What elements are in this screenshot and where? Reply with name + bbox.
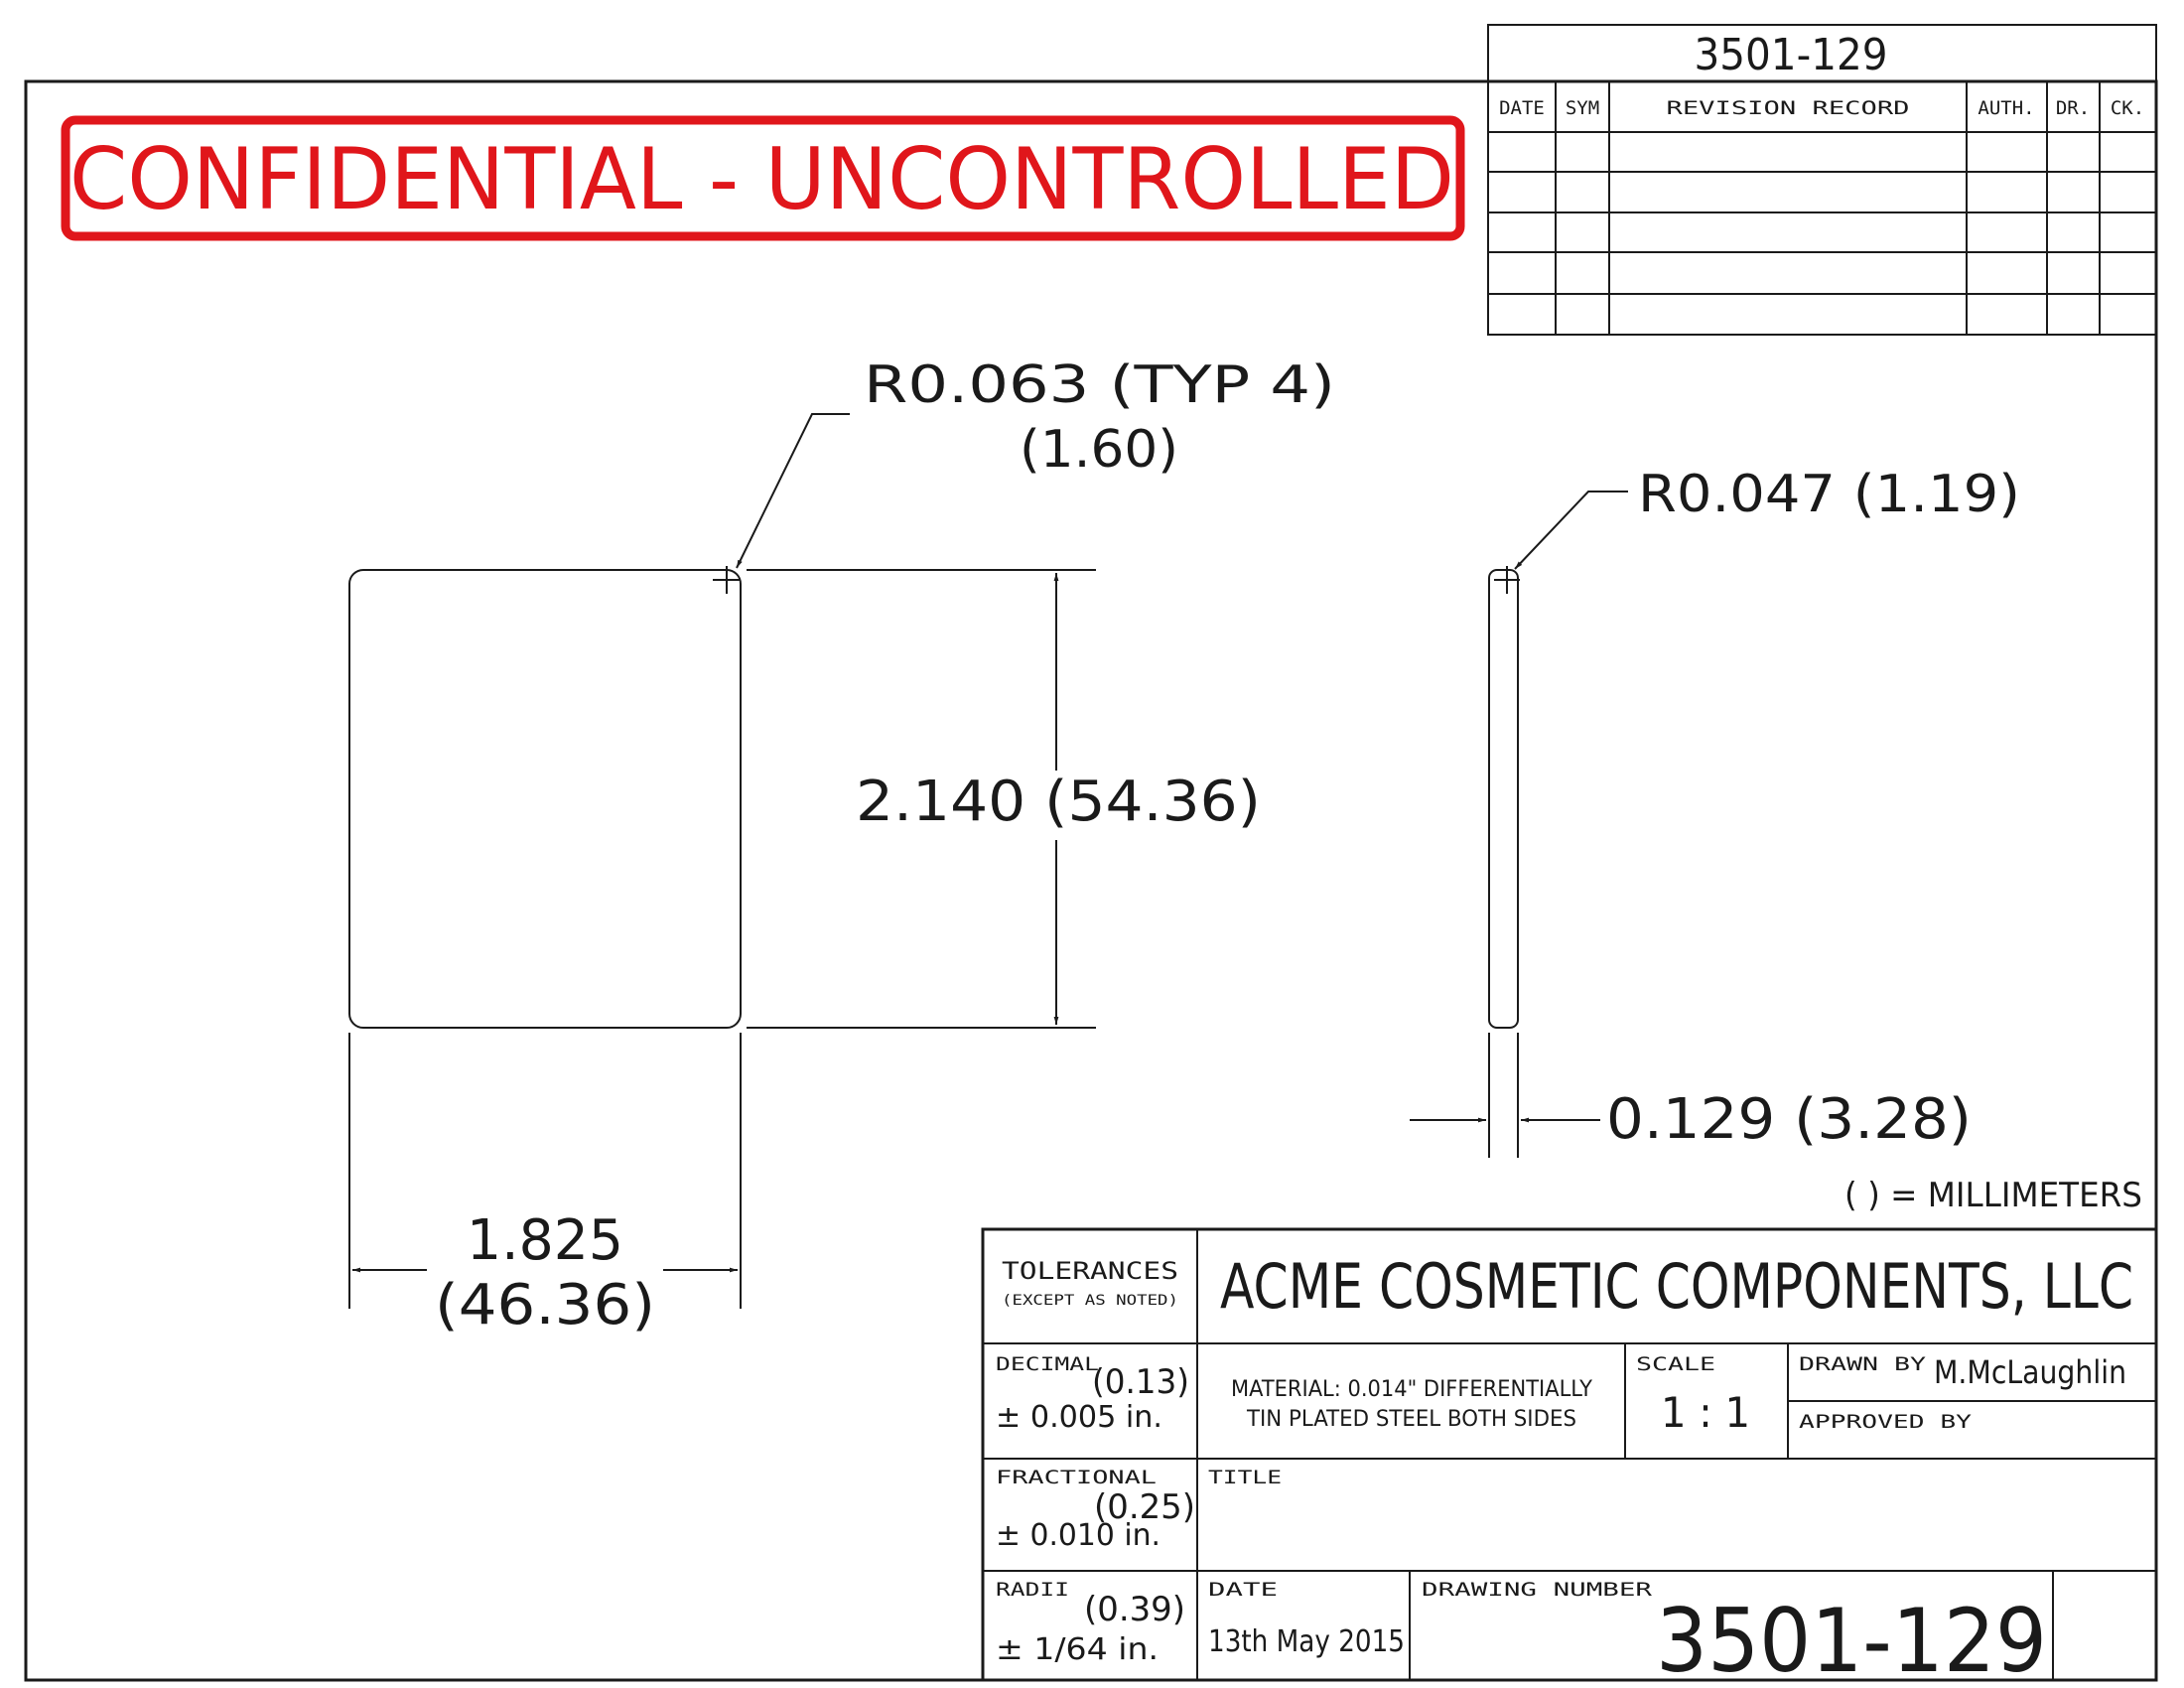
radii-value: ± 1/64 in. [996,1632,1159,1667]
front-view: R0.063 (TYP 4) (1.60) 2.140 (54.36) 1.82… [348,355,1335,1337]
corner-radius-mm-label: (1.60) [1020,420,1178,480]
radii-mm: (0.39) [1084,1590,1185,1629]
corner-radius-label: R0.063 (TYP 4) [864,355,1335,415]
decimal-label: DECIMAL [996,1353,1099,1375]
fractional-label: FRACTIONAL [996,1467,1157,1488]
width-dimension-mm-label: (46.36) [435,1273,655,1337]
material-line-1: MATERIAL: 0.014" DIFFERENTIALLY [1231,1377,1593,1402]
edge-radius-leader [1514,491,1628,570]
revision-header-record: REVISION RECORD [1667,97,1910,119]
drawn-by-value: M.McLaughlin [1934,1353,2126,1391]
revision-header-dr: DR. [2056,97,2090,119]
decimal-value: ± 0.005 in. [996,1400,1162,1435]
thickness-dimension-label: 0.129 (3.28) [1606,1087,1972,1152]
material-line-2: TIN PLATED STEEL BOTH SIDES [1246,1407,1576,1432]
plate-outline [348,569,742,1029]
scale-label: SCALE [1636,1353,1715,1375]
scale-value: 1 : 1 [1661,1388,1750,1437]
revision-header-auth: AUTH. [1978,97,2034,119]
title-label: TITLE [1208,1467,1282,1488]
radii-label: RADII [996,1579,1069,1601]
decimal-mm: (0.13) [1092,1362,1189,1402]
revision-header-sym: SYM [1566,97,1599,119]
tolerances-title: TOLERANCES [1002,1257,1178,1285]
drawing-number-label: DRAWING NUMBER [1422,1579,1653,1601]
units-note: ( ) = MILLIMETERS [1844,1176,2142,1215]
drawing-number-value: 3501-129 [1656,1590,2047,1688]
drawn-by-label: DRAWN BY [1799,1353,1927,1375]
drawing-border [24,79,2158,1682]
edge-radius-label: R0.047 (1.19) [1638,465,2020,524]
tolerances-subtitle: (EXCEPT AS NOTED) [1002,1293,1178,1309]
revision-block: 3501-129 DATE SYM REVISION RECORD AUTH. … [1487,24,2157,336]
width-dimension-label: 1.825 [467,1208,623,1273]
confidential-stamp: CONFIDENTIAL - UNCONTROLLED [61,115,1465,241]
corner-radius-leader [736,413,850,569]
company-name: ACME COSMETIC COMPONENTS, LLC [1220,1250,2133,1323]
title-block: TOLERANCES (EXCEPT AS NOTED) ACME COSMET… [981,1227,2158,1688]
side-view: R0.047 (1.19) 0.129 (3.28) [1410,465,2020,1158]
height-dimension-label: 2.140 (54.36) [856,770,1261,834]
fractional-mm: (0.25) [1094,1487,1195,1527]
stamp-text: CONFIDENTIAL - UNCONTROLLED [69,130,1454,229]
date-value: 13th May 2015 [1208,1624,1405,1659]
approved-by-label: APPROVED BY [1799,1411,1973,1433]
fractional-value: ± 0.010 in. [996,1518,1160,1553]
revision-header-ck: CK. [2111,97,2144,119]
revision-part-number: 3501-129 [1695,30,1888,80]
date-label: DATE [1208,1579,1278,1601]
revision-header-date: DATE [1499,97,1545,119]
plate-edge-outline [1488,569,1519,1029]
